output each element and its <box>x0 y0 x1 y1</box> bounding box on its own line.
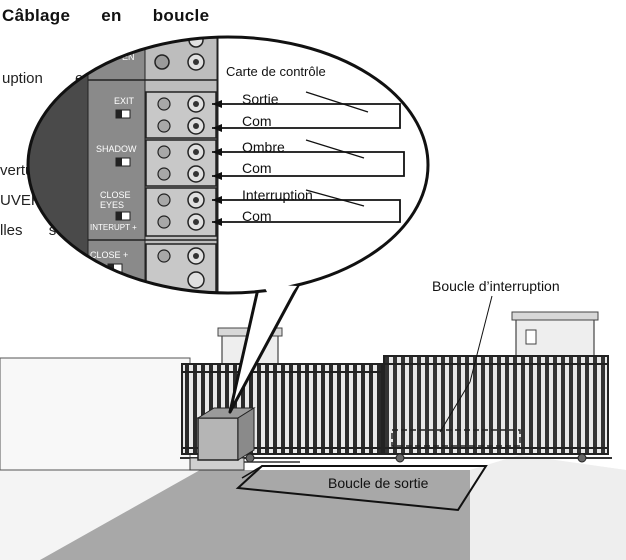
panel-eyes-label: EYES <box>100 200 124 210</box>
callout-bubble-outline <box>26 35 430 295</box>
board-label: Carte de contrôle <box>226 64 326 79</box>
exit-com-label: Com <box>242 113 272 129</box>
panel-close-plus-label: CLOSE + <box>90 250 128 260</box>
heading-word-1: Câblage <box>2 6 71 25</box>
exit-loop <box>235 465 488 512</box>
interrupt-loop <box>391 429 521 447</box>
panel-interrupt-label: INTERUPT + <box>90 223 137 232</box>
heading: Câblage en boucle <box>2 6 235 26</box>
board-housing <box>28 37 90 293</box>
exit-wiring <box>212 91 401 132</box>
panel-exit-label: EXIT <box>114 96 135 106</box>
panel-top-label: EN <box>122 52 135 62</box>
shadow-com-label: Com <box>242 160 272 176</box>
shadow-wiring <box>212 139 405 180</box>
interrupt-wiring <box>212 189 401 226</box>
driveway <box>40 470 470 560</box>
panel-shadow-label: SHADOW <box>96 144 137 154</box>
interrupt-label: Interruption <box>242 187 313 203</box>
interrupt-loop-leader <box>469 295 493 383</box>
shadow-label: Ombre <box>242 139 285 155</box>
gate-panel-right <box>383 355 609 455</box>
exit-label: Sortie <box>242 91 279 107</box>
panel-close-label: CLOSE <box>100 190 131 200</box>
gate-operator <box>189 407 300 471</box>
heading-word-2: en <box>101 6 122 25</box>
ground <box>0 455 626 560</box>
interrupt-loop-label: Boucle d’interruption <box>432 278 560 294</box>
heading-word-3: boucle <box>152 6 210 25</box>
exit-loop-label: Boucle de sortie <box>328 475 429 491</box>
interrupt-com-label: Com <box>242 208 272 224</box>
